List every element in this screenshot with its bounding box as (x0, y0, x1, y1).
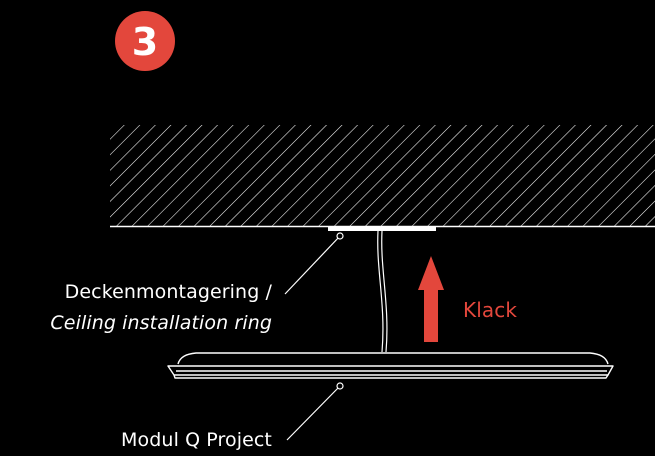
module-leader-dot (336, 382, 344, 390)
arrow-up-icon (418, 256, 444, 342)
module-q-project (167, 352, 614, 379)
action-label: Klack (463, 298, 518, 322)
module-label: Modul Q Project (121, 429, 272, 451)
ceiling-installation-ring (328, 226, 436, 231)
ring-leader-line (284, 235, 341, 295)
ceiling (110, 125, 655, 228)
ring-label-german: Deckenmontagering / (64, 281, 272, 303)
module-leader (286, 382, 344, 441)
ceiling-hatch (110, 125, 655, 226)
step-badge-circle (115, 11, 175, 71)
ring-leader (284, 232, 344, 295)
ring-leader-dot (336, 232, 344, 240)
cable (377, 230, 388, 353)
step-badge: 3 (115, 11, 175, 71)
ring-label-english: Ceiling installation ring (50, 312, 272, 334)
module-leader-line (286, 385, 341, 441)
step-number: 3 (132, 20, 158, 64)
